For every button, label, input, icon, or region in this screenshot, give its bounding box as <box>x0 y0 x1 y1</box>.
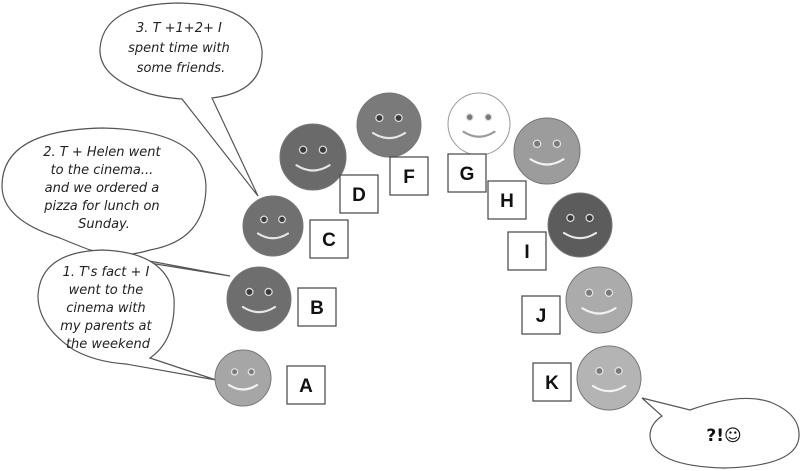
face-head <box>242 195 304 257</box>
label-box-frame <box>297 287 337 327</box>
label-box-c: C <box>309 219 349 259</box>
face-eye <box>552 139 562 149</box>
label-box-frame <box>447 153 487 193</box>
label-box-frame <box>339 174 379 214</box>
label-box-b: B <box>297 287 337 327</box>
labels-layer: A B C D F G H I J K <box>286 153 572 405</box>
face-head <box>356 92 422 158</box>
face-eye <box>566 213 575 223</box>
speech-bubble-3: 3. T +1+2+ I spent time with some friend… <box>99 2 263 197</box>
face-head <box>547 192 613 258</box>
face-eye <box>375 113 384 123</box>
label-letter: G <box>460 164 475 185</box>
smiley-face-j <box>565 266 633 334</box>
label-box-j: J <box>521 295 561 335</box>
speech-bubble-4: ?!☺ <box>641 397 800 469</box>
bubble-2-text: 2. T + Helen went to the cinema... and w… <box>43 145 165 232</box>
bubble-3-text: 3. T +1+2+ I spent time with some friend… <box>128 21 234 76</box>
face-eye <box>584 288 594 298</box>
face-head <box>226 266 292 332</box>
label-box-h: H <box>487 180 527 220</box>
label-box-i: I <box>507 231 547 271</box>
label-box-frame <box>487 180 527 220</box>
face-eye <box>318 145 328 155</box>
label-box-frame <box>309 219 349 259</box>
label-box-frame <box>507 231 547 271</box>
label-letter: H <box>500 191 514 212</box>
face-mouth <box>581 307 617 315</box>
face-eye <box>484 113 493 122</box>
smiley-face-g <box>447 92 511 156</box>
face-eye <box>298 145 308 155</box>
face-eye <box>595 366 604 376</box>
smiley-face-c <box>242 195 304 257</box>
face-eye <box>278 215 286 224</box>
label-letter: I <box>524 242 529 263</box>
bubble-4-text: ?!☺ <box>706 426 741 446</box>
speech-bubble-1: 1. T's fact + I went to the cinema with … <box>37 249 217 381</box>
face-head <box>513 117 581 185</box>
face-mouth <box>529 158 565 166</box>
face-head <box>279 123 347 191</box>
face-mouth <box>462 130 496 138</box>
smiley-face-h <box>513 117 581 185</box>
face-eye <box>260 215 268 224</box>
face-mouth <box>227 383 259 391</box>
label-letter: J <box>536 306 547 327</box>
face-eye <box>247 368 256 376</box>
label-box-frame <box>532 362 572 402</box>
label-letter: D <box>352 185 366 206</box>
face-mouth <box>241 305 277 314</box>
face-mouth <box>295 164 331 172</box>
face-head <box>565 266 633 334</box>
label-box-a: A <box>286 365 326 405</box>
face-mouth <box>591 384 627 393</box>
face-eye <box>532 139 542 149</box>
face-head <box>214 349 272 407</box>
face-eye <box>614 366 623 376</box>
label-box-g: G <box>447 153 487 193</box>
face-eye <box>394 113 403 123</box>
label-box-frame <box>286 365 326 405</box>
smiley-face-i <box>547 192 613 258</box>
label-letter: C <box>322 230 336 251</box>
label-box-f: F <box>389 156 429 196</box>
face-eye <box>264 287 273 297</box>
smiley-face-a <box>214 349 272 407</box>
faces-layer <box>214 92 642 411</box>
label-letter: F <box>403 167 415 188</box>
smiley-face-d <box>279 123 347 191</box>
smiley-face-k <box>576 345 642 411</box>
face-eye <box>585 213 594 223</box>
smiley-face-f <box>356 92 422 158</box>
label-letter: A <box>299 376 313 397</box>
face-head <box>447 92 511 156</box>
face-mouth <box>256 232 290 240</box>
label-letter: K <box>545 373 559 394</box>
label-letter: B <box>310 298 324 319</box>
speech-bubble-2: 2. T + Helen went to the cinema... and w… <box>1 127 231 277</box>
label-box-frame <box>521 295 561 335</box>
face-mouth <box>371 131 407 140</box>
face-head <box>576 345 642 411</box>
face-eye <box>465 113 474 122</box>
label-box-frame <box>389 156 429 196</box>
face-eye <box>604 288 614 298</box>
face-eye <box>245 287 254 297</box>
label-box-k: K <box>532 362 572 402</box>
face-eye <box>230 368 239 376</box>
label-box-d: D <box>339 174 379 214</box>
smiley-face-b <box>226 266 292 332</box>
bubble-1-text: 1. T's fact + I went to the cinema with … <box>60 265 156 352</box>
face-mouth <box>562 231 598 240</box>
